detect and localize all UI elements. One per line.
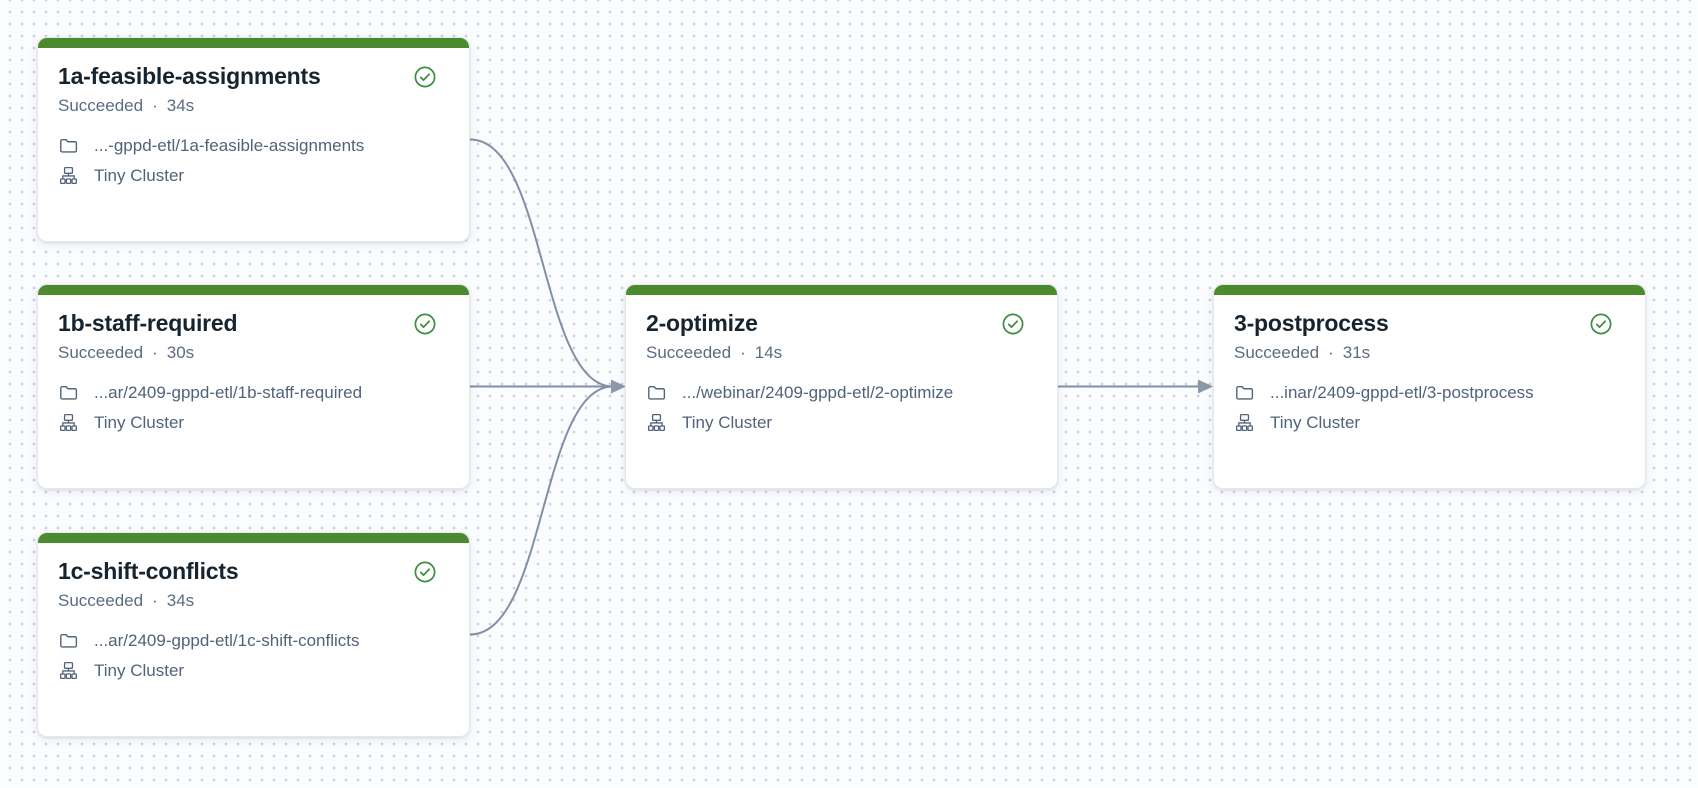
cluster-icon: [58, 412, 79, 433]
node-1a-feasible-assignments[interactable]: 1a-feasible-assignments Succeeded · 34s …: [37, 37, 470, 242]
node-status: Succeeded: [58, 96, 144, 115]
node-duration: 34s: [166, 96, 195, 115]
node-path: ...inar/2409-gppd-etl/3-postprocess: [1270, 382, 1534, 402]
cluster-icon: [646, 412, 667, 433]
node-status: Succeeded: [58, 591, 144, 610]
node-cluster: Tiny Cluster: [94, 412, 185, 432]
check-circle-icon: [1001, 312, 1025, 336]
node-duration: 30s: [166, 343, 195, 362]
folder-icon: [646, 382, 667, 403]
node-status-bar: [38, 38, 469, 48]
node-status: Succeeded: [58, 343, 144, 362]
separator-dot: ·: [1328, 343, 1334, 362]
node-status: Succeeded: [1234, 343, 1320, 362]
node-path: .../webinar/2409-gppd-etl/2-optimize: [682, 382, 954, 402]
node-status: Succeeded: [646, 343, 732, 362]
node-path: ...ar/2409-gppd-etl/1c-shift-conflicts: [94, 630, 360, 650]
arrowhead-into-2optimize: [611, 379, 626, 394]
folder-icon: [58, 630, 79, 651]
separator-dot: ·: [152, 591, 158, 610]
node-path: ...ar/2409-gppd-etl/1b-staff-required: [94, 382, 363, 402]
check-circle-icon: [413, 560, 437, 584]
node-cluster: Tiny Cluster: [94, 660, 185, 680]
node-cluster: Tiny Cluster: [1270, 412, 1361, 432]
node-1b-staff-required[interactable]: 1b-staff-required Succeeded · 30s ...ar/…: [37, 284, 470, 489]
edge-1c-to-2optimize: [469, 385, 614, 636]
node-title: 3-postprocess: [1234, 310, 1389, 336]
node-1c-shift-conflicts[interactable]: 1c-shift-conflicts Succeeded · 34s ...ar…: [37, 532, 470, 737]
node-cluster: Tiny Cluster: [94, 165, 185, 185]
node-status-bar: [626, 285, 1057, 295]
cluster-icon: [58, 660, 79, 681]
check-circle-icon: [413, 312, 437, 336]
separator-dot: ·: [152, 343, 158, 362]
check-circle-icon: [413, 65, 437, 89]
node-title: 2-optimize: [646, 310, 758, 336]
edge-1a-to-2optimize: [469, 138, 614, 388]
cluster-icon: [58, 165, 79, 186]
node-status-bar: [1214, 285, 1645, 295]
separator-dot: ·: [152, 96, 158, 115]
folder-icon: [58, 382, 79, 403]
arrowhead-into-3postprocess: [1198, 379, 1213, 394]
folder-icon: [1234, 382, 1255, 403]
node-title: 1a-feasible-assignments: [58, 63, 321, 89]
node-3-postprocess[interactable]: 3-postprocess Succeeded · 31s ...inar/24…: [1213, 284, 1646, 489]
node-status-bar: [38, 533, 469, 543]
cluster-icon: [1234, 412, 1255, 433]
node-duration: 31s: [1342, 343, 1371, 362]
node-title: 1c-shift-conflicts: [58, 558, 239, 584]
folder-icon: [58, 135, 79, 156]
check-circle-icon: [1589, 312, 1613, 336]
node-duration: 34s: [166, 591, 195, 610]
node-cluster: Tiny Cluster: [682, 412, 773, 432]
node-title: 1b-staff-required: [58, 310, 238, 336]
node-2-optimize[interactable]: 2-optimize Succeeded · 14s .../webinar/2…: [625, 284, 1058, 489]
node-path: ...-gppd-etl/1a-feasible-assignments: [94, 135, 365, 155]
separator-dot: ·: [740, 343, 746, 362]
node-status-bar: [38, 285, 469, 295]
node-duration: 14s: [754, 343, 783, 362]
